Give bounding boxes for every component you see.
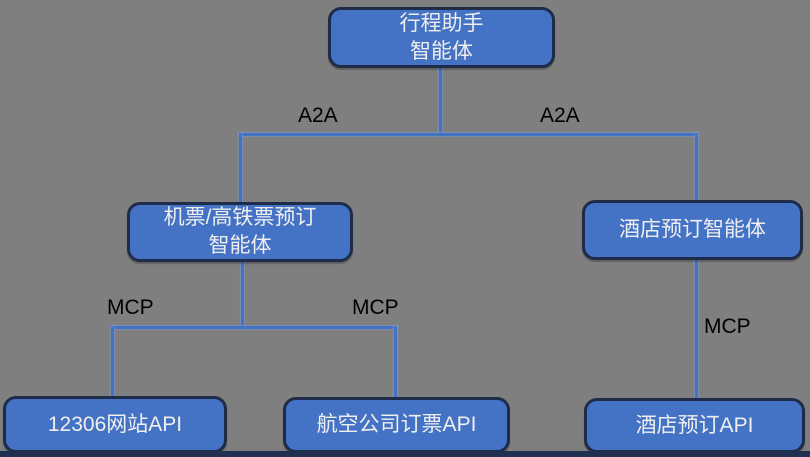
node-label-line1: 行程助手	[399, 11, 484, 35]
connector-root-down	[439, 68, 442, 135]
node-label-line1: 机票/高铁票预订	[163, 206, 317, 230]
edge-label-a2a-right: A2A	[540, 104, 580, 127]
node-label-line1: 酒店预订API	[635, 413, 754, 437]
connector-mcp-horizontal	[111, 326, 397, 329]
node-api-12306-website: 12306网站API	[3, 396, 227, 453]
edge-label-a2a-left: A2A	[298, 104, 338, 127]
node-hotel-booking-agent: 酒店预订智能体	[582, 200, 803, 260]
edge-label-mcp-left: MCP	[107, 296, 154, 319]
edge-label-mcp-right: MCP	[704, 315, 751, 338]
node-label-line2: 智能体	[208, 234, 272, 257]
connector-hotel-agent-up	[695, 133, 698, 201]
connector-ticket-agent-up	[239, 133, 242, 203]
connector-api-hotel-up	[695, 259, 698, 399]
edge-label-mcp-mid: MCP	[352, 296, 399, 319]
connector-api-12306-up	[111, 326, 114, 397]
node-root-travel-assistant-agent: 行程助手 智能体	[328, 7, 555, 68]
connector-a2a-horizontal	[239, 133, 698, 136]
connector-api-airline-up	[394, 326, 397, 398]
node-label-line2: 智能体	[410, 39, 473, 63]
node-label-line1: 航空公司订票API	[316, 413, 477, 437]
node-api-airline-booking: 航空公司订票API	[283, 397, 510, 453]
node-ticket-booking-agent: 机票/高铁票预订 智能体	[127, 202, 353, 262]
node-label-line1: 酒店预订智能体	[619, 218, 766, 242]
node-label-line1: 12306网站API	[47, 412, 183, 436]
bottom-edge-bar	[0, 451, 810, 457]
node-api-hotel-booking: 酒店预订API	[584, 398, 805, 453]
connector-ticket-agent-down	[241, 261, 244, 328]
